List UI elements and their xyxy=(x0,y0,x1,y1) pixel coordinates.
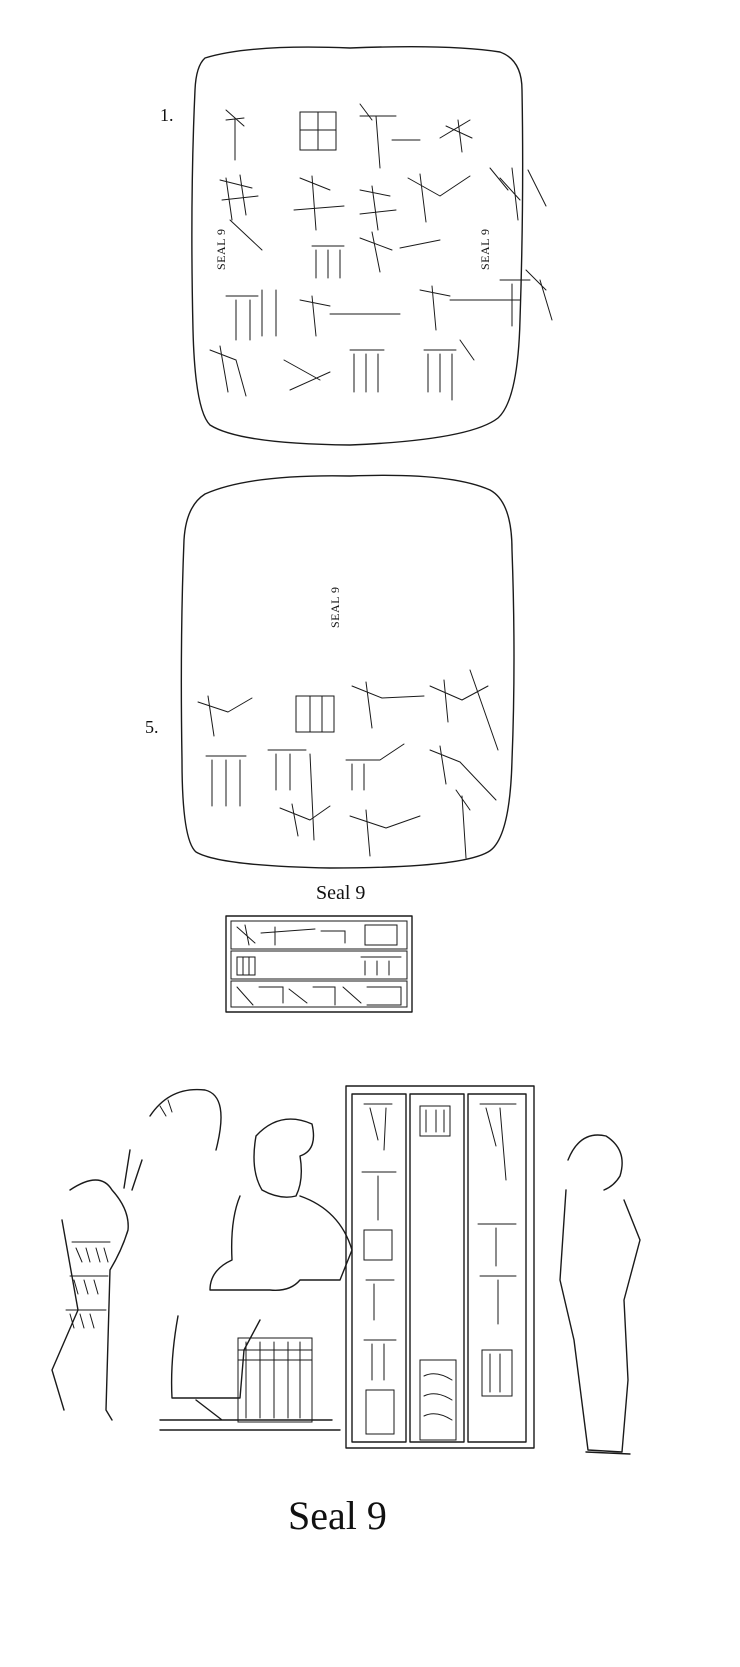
reverse-line-number: 5. xyxy=(145,717,159,737)
seal-presentation-scene xyxy=(51,1085,641,1455)
reverse-tablet-drawing xyxy=(180,474,515,869)
seal-inscription-panel xyxy=(345,1085,535,1449)
reverse-cuneiform-signs xyxy=(197,669,499,859)
right-standing-figure xyxy=(559,1134,641,1455)
crescent-moon xyxy=(149,1088,222,1151)
obverse-seal-label-right: SEAL 9 xyxy=(478,228,492,270)
seal-drawing-caption: Seal 9 xyxy=(288,1493,387,1538)
seal-impression-drawing xyxy=(225,915,413,1013)
seal-impression-signs xyxy=(236,924,402,1006)
reverse-tablet-outline xyxy=(180,474,515,869)
obverse-tablet-outline xyxy=(191,45,524,446)
obverse-tablet-drawing xyxy=(191,45,553,446)
seated-deity xyxy=(159,1118,353,1431)
left-standing-figure xyxy=(51,1149,143,1421)
seal-impression-caption: Seal 9 xyxy=(316,882,366,904)
obverse-line-number: 1. xyxy=(160,105,174,125)
obverse-seal-label-left: SEAL 9 xyxy=(214,228,228,270)
left-figure-flounces xyxy=(65,1241,111,1329)
reverse-seal-label: SEAL 9 xyxy=(328,586,342,628)
throne xyxy=(237,1337,313,1423)
inscription-signs xyxy=(361,1103,517,1441)
obverse-cuneiform-signs xyxy=(209,103,553,401)
